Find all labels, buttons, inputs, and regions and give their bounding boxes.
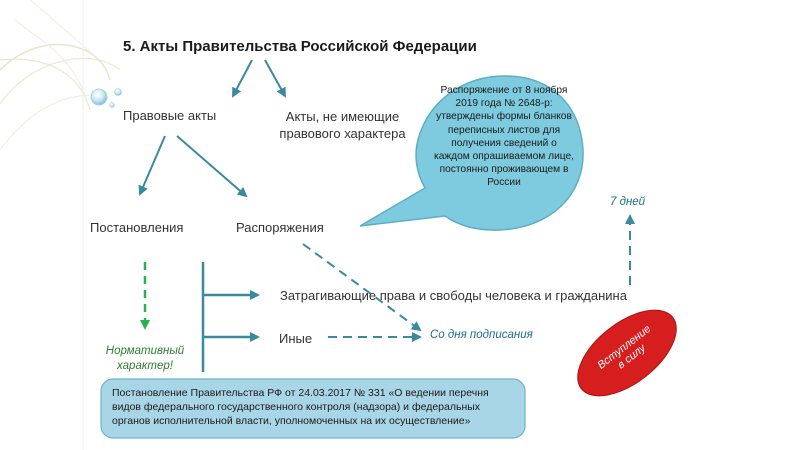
node-seven-days: 7 дней (610, 196, 646, 208)
node-from-signing: Со дня подписания (430, 329, 533, 341)
node-non-legal-acts-line2: правового характера (279, 126, 406, 141)
node-resolutions: Постановления (90, 220, 184, 235)
node-others: Иные (279, 331, 313, 346)
decorative-bubble-small (114, 88, 122, 96)
page-title: 5. Акты Правительства Российской Федерац… (123, 38, 477, 55)
arrow-legal-to-resolutions (138, 135, 166, 196)
decorative-bubble-large (90, 88, 108, 106)
arrow-title-to-legal (232, 59, 253, 98)
node-orders: Распоряжения (236, 220, 324, 235)
node-non-legal-acts: Акты, не имеющие правового характера (270, 108, 415, 142)
callout-text: Распоряжение от 8 ноября 2019 года № 264… (434, 85, 574, 189)
dashed-orders-to-signing (302, 243, 422, 332)
node-legal-acts: Правовые акты (123, 108, 217, 123)
node-normative-line1: Нормативный (105, 345, 185, 357)
node-normative-line2: характер! (117, 360, 173, 372)
node-rights-affecting: Затрагивающие права и свободы человека и… (280, 288, 627, 303)
node-normative: Нормативный характер! (85, 344, 205, 374)
decorative-swirl (0, 0, 121, 151)
callout-bubble (359, 75, 584, 231)
entry-into-force-oval (577, 309, 677, 397)
arrow-legal-to-orders (176, 135, 248, 198)
decorative-bubble-tiny (109, 102, 115, 108)
note-text: Постановление Правительства РФ от 24.03.… (112, 387, 489, 427)
note-box (100, 378, 526, 439)
arrow-title-to-nonlegal (264, 59, 286, 98)
node-non-legal-acts-line1: Акты, не имеющие (285, 109, 400, 124)
